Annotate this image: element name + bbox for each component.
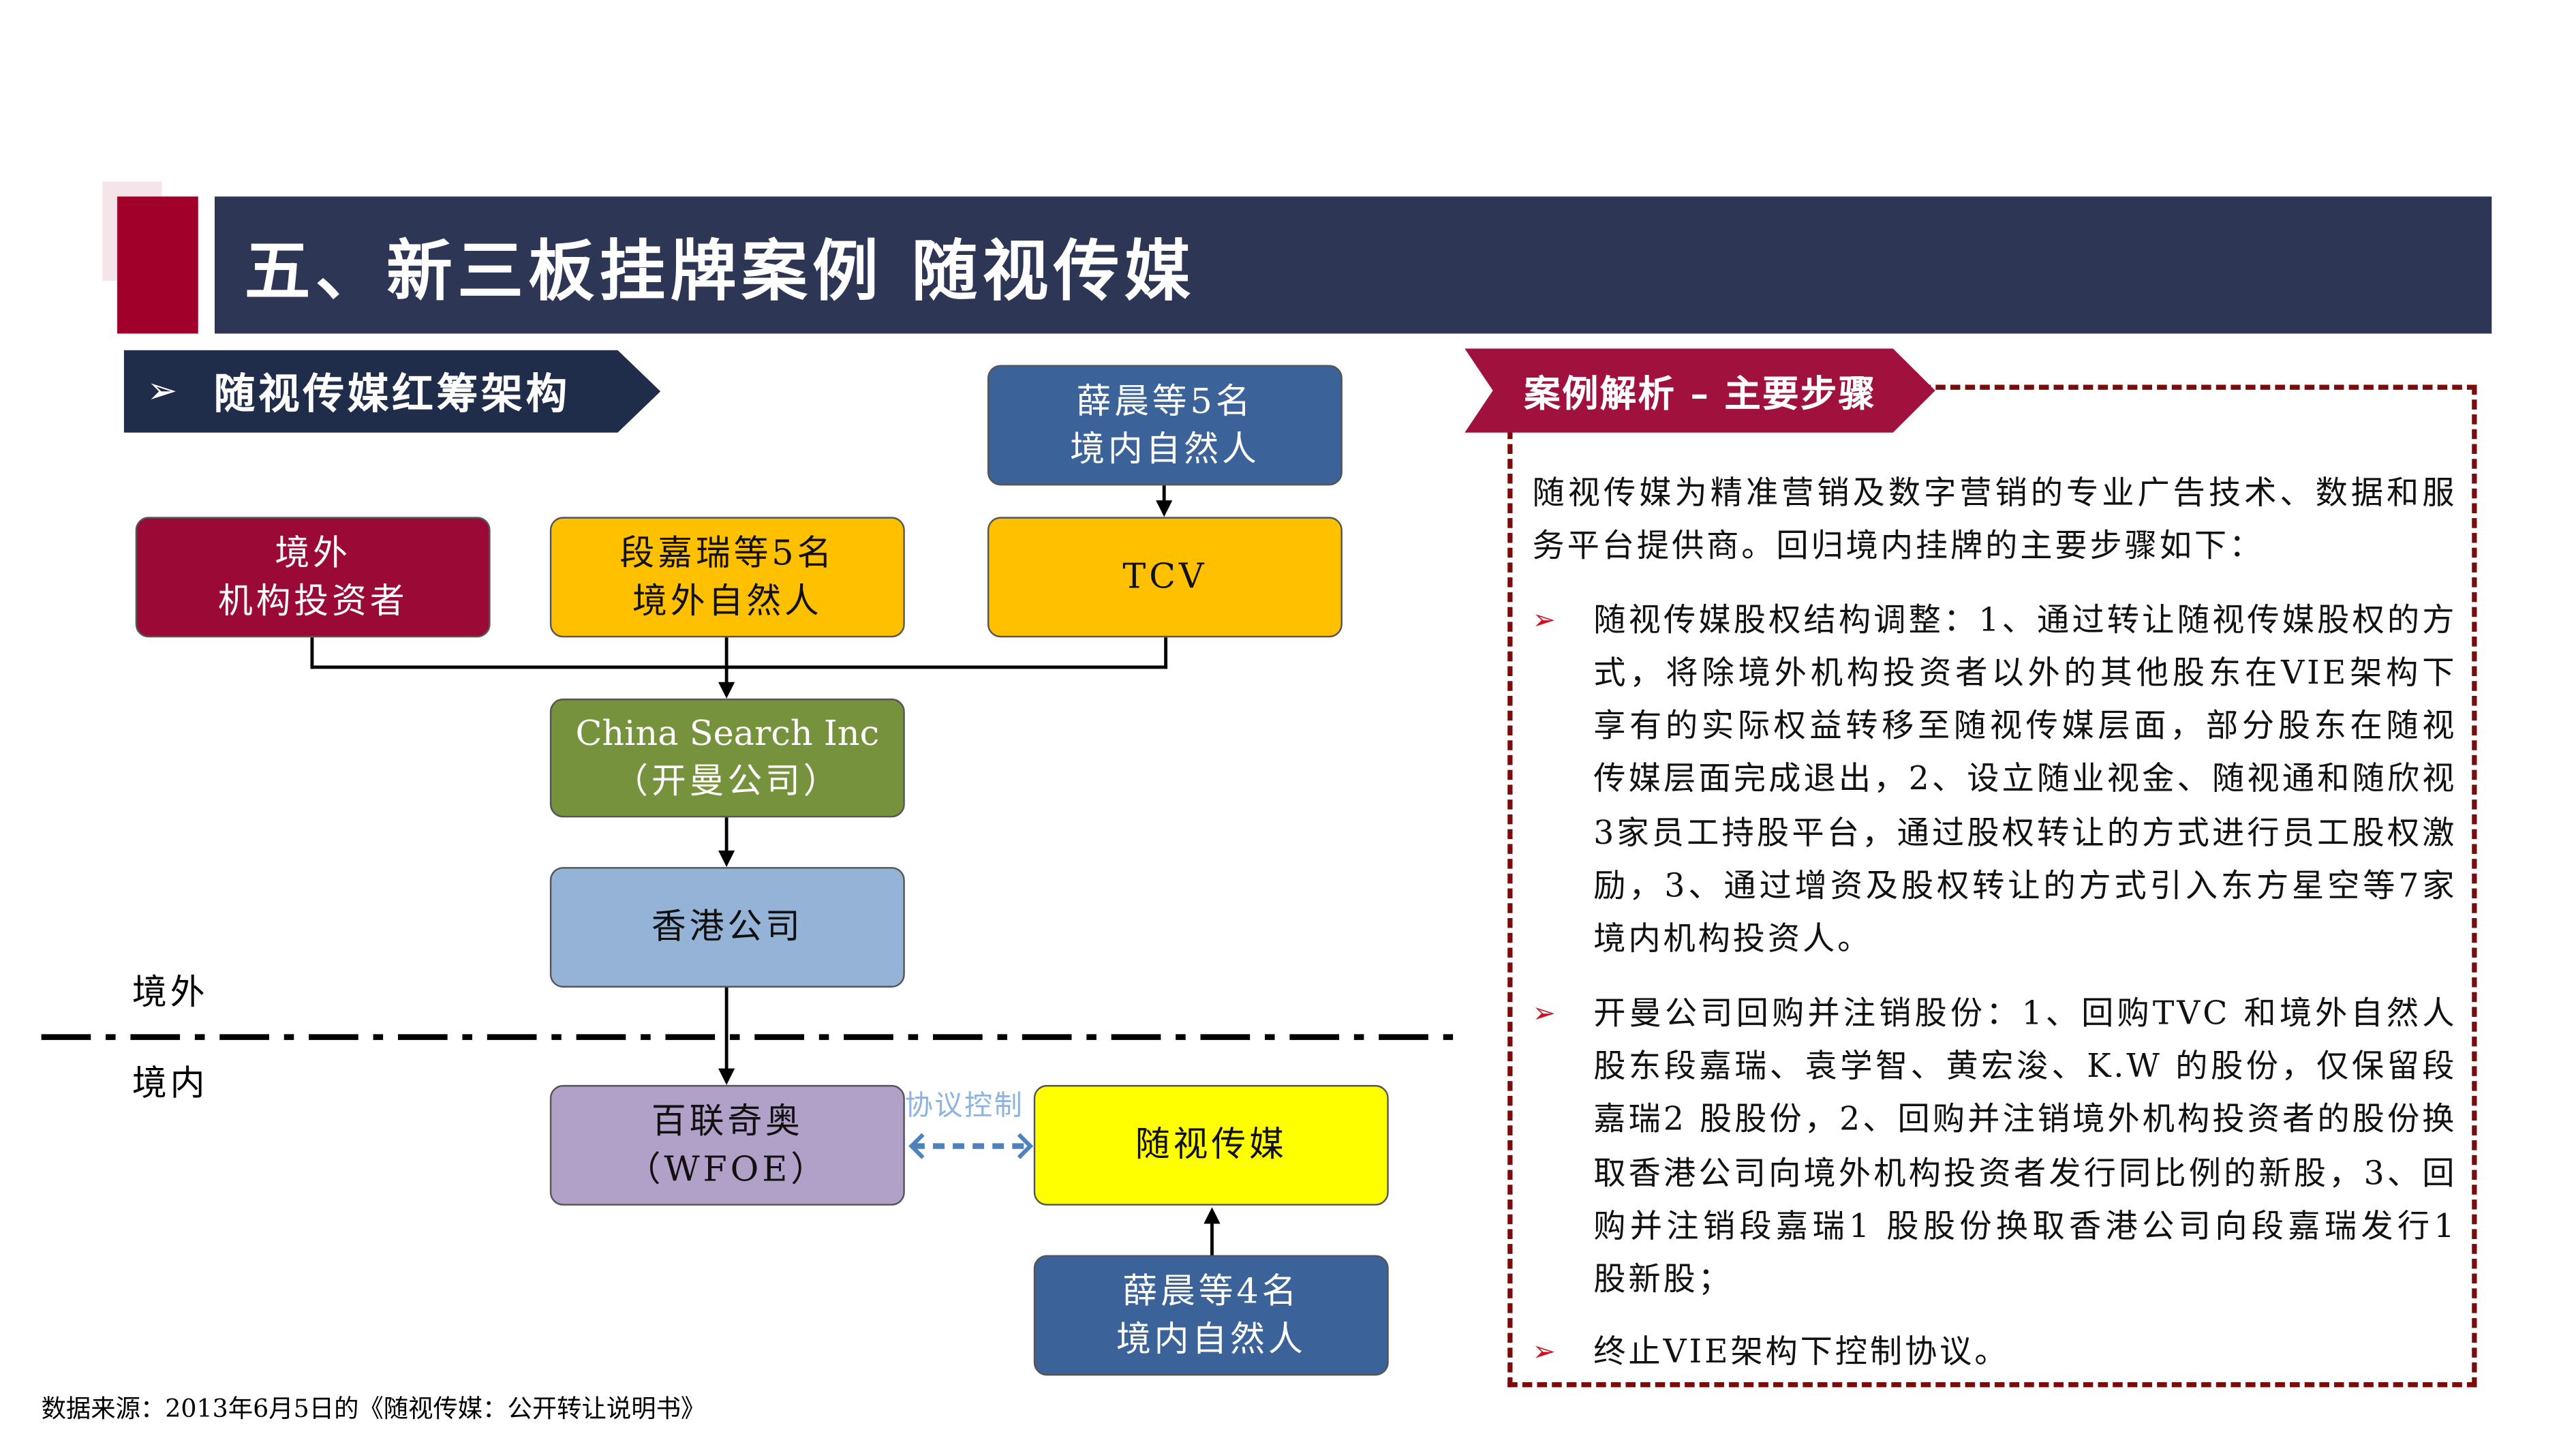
box-domestic-4-persons: 薛晨等4名境内自然人 <box>1033 1255 1389 1376</box>
box-line: 百联奇奥 <box>651 1100 803 1141</box>
bullet-arrow-icon: ➢ <box>1532 603 1557 637</box>
box-line: TCV <box>1122 556 1208 596</box>
connector <box>724 817 729 853</box>
analysis-content: 随视传媒为精准营销及数字营销的专业广告技术、数据和服务平台提供商。回归境内挂牌的… <box>1533 468 2457 1380</box>
arrow-down-icon <box>1156 500 1173 517</box>
box-line: （开曼公司） <box>613 761 842 802</box>
analysis-banner: 案例解析 – 主要步骤 <box>1465 348 1935 433</box>
box-cayman: China Search Inc （开曼公司） <box>549 698 905 818</box>
box-line: 境外自然人 <box>632 580 823 620</box>
box-suishi: 随视传媒 <box>1033 1084 1389 1206</box>
box-line: 段嘉瑞等5名 <box>619 532 835 573</box>
bullet-arrow-icon: ➢ <box>1532 996 1557 1031</box>
arrow-up-icon <box>1203 1207 1221 1224</box>
box-line: 境内自然人 <box>1116 1318 1306 1358</box>
box-line: 境外 <box>275 532 351 573</box>
arrow-bullet-icon: ➢ <box>147 370 178 412</box>
box-foreign-5-persons: 段嘉瑞等5名境外自然人 <box>549 517 905 638</box>
connector <box>724 987 729 1071</box>
arrow-down-icon <box>718 850 735 868</box>
onshore-label: 境内 <box>132 1063 209 1103</box>
box-tcv: TCV <box>987 517 1343 638</box>
bullet-arrow-icon: ➢ <box>1532 1337 1557 1370</box>
connector <box>724 637 729 684</box>
box-line: China Search Inc <box>575 713 880 753</box>
analysis-banner-title: 案例解析 – 主要步骤 <box>1524 372 1877 416</box>
intro-paragraph: 随视传媒为精准营销及数字营销的专业广告技术、数据和服务平台提供商。回归境内挂牌的… <box>1532 474 2457 566</box>
box-hk: 香港公司 <box>549 867 905 988</box>
arrow-down-icon <box>718 1068 735 1085</box>
connector <box>1162 485 1166 502</box>
box-line: 薛晨等5名 <box>1076 380 1254 421</box>
page-title: 五、新三板挂牌案例 随视传媒 <box>244 232 1196 310</box>
connector <box>1164 637 1168 669</box>
step-item: 开曼公司回购并注销股份：1、回购TVC 和境外自然人股东段嘉瑞、袁学智、黄宏浚、… <box>1593 993 2457 1298</box>
header-bar: 五、新三板挂牌案例 随视传媒 <box>214 196 2492 334</box>
connector <box>310 665 1168 669</box>
box-line: 机构投资者 <box>217 580 408 620</box>
arrow-down-icon <box>718 682 735 699</box>
connector <box>1210 1222 1214 1255</box>
box-line: 境内自然人 <box>1070 428 1260 468</box>
control-label: 协议控制 <box>904 1090 1024 1123</box>
offshore-label: 境外 <box>132 973 209 1013</box>
source-note: 数据来源：2013年6月5日的《随视传媒：公开转让说明书》 <box>41 1394 706 1424</box>
box-wfoe: 百联奇奥 （WFOE） <box>549 1084 905 1206</box>
box-line: （WFOE） <box>626 1148 829 1189</box>
section-title: 随视传媒红筹架构 <box>213 369 571 418</box>
step-item: 随视传媒股权结构调整：1、通过转让随视传媒股权的方式，将除境外机构投资者以外的其… <box>1593 600 2457 959</box>
connector <box>310 637 314 669</box>
box-foreign-institutions: 境外机构投资者 <box>135 517 491 638</box>
box-line: 香港公司 <box>651 906 803 947</box>
box-line: 随视传媒 <box>1135 1125 1287 1165</box>
header-red-block <box>117 196 198 334</box>
border-divider-line <box>41 1034 1454 1040</box>
box-domestic-5-persons: 薛晨等5名境内自然人 <box>987 365 1343 486</box>
section-banner: ➢ 随视传媒红筹架构 <box>123 350 661 433</box>
box-line: 薛晨等4名 <box>1122 1270 1300 1311</box>
step-item: 终止VIE架构下控制协议。 <box>1593 1333 2010 1372</box>
double-arrow-icon <box>908 1133 1034 1159</box>
analysis-panel <box>1507 384 2477 1388</box>
